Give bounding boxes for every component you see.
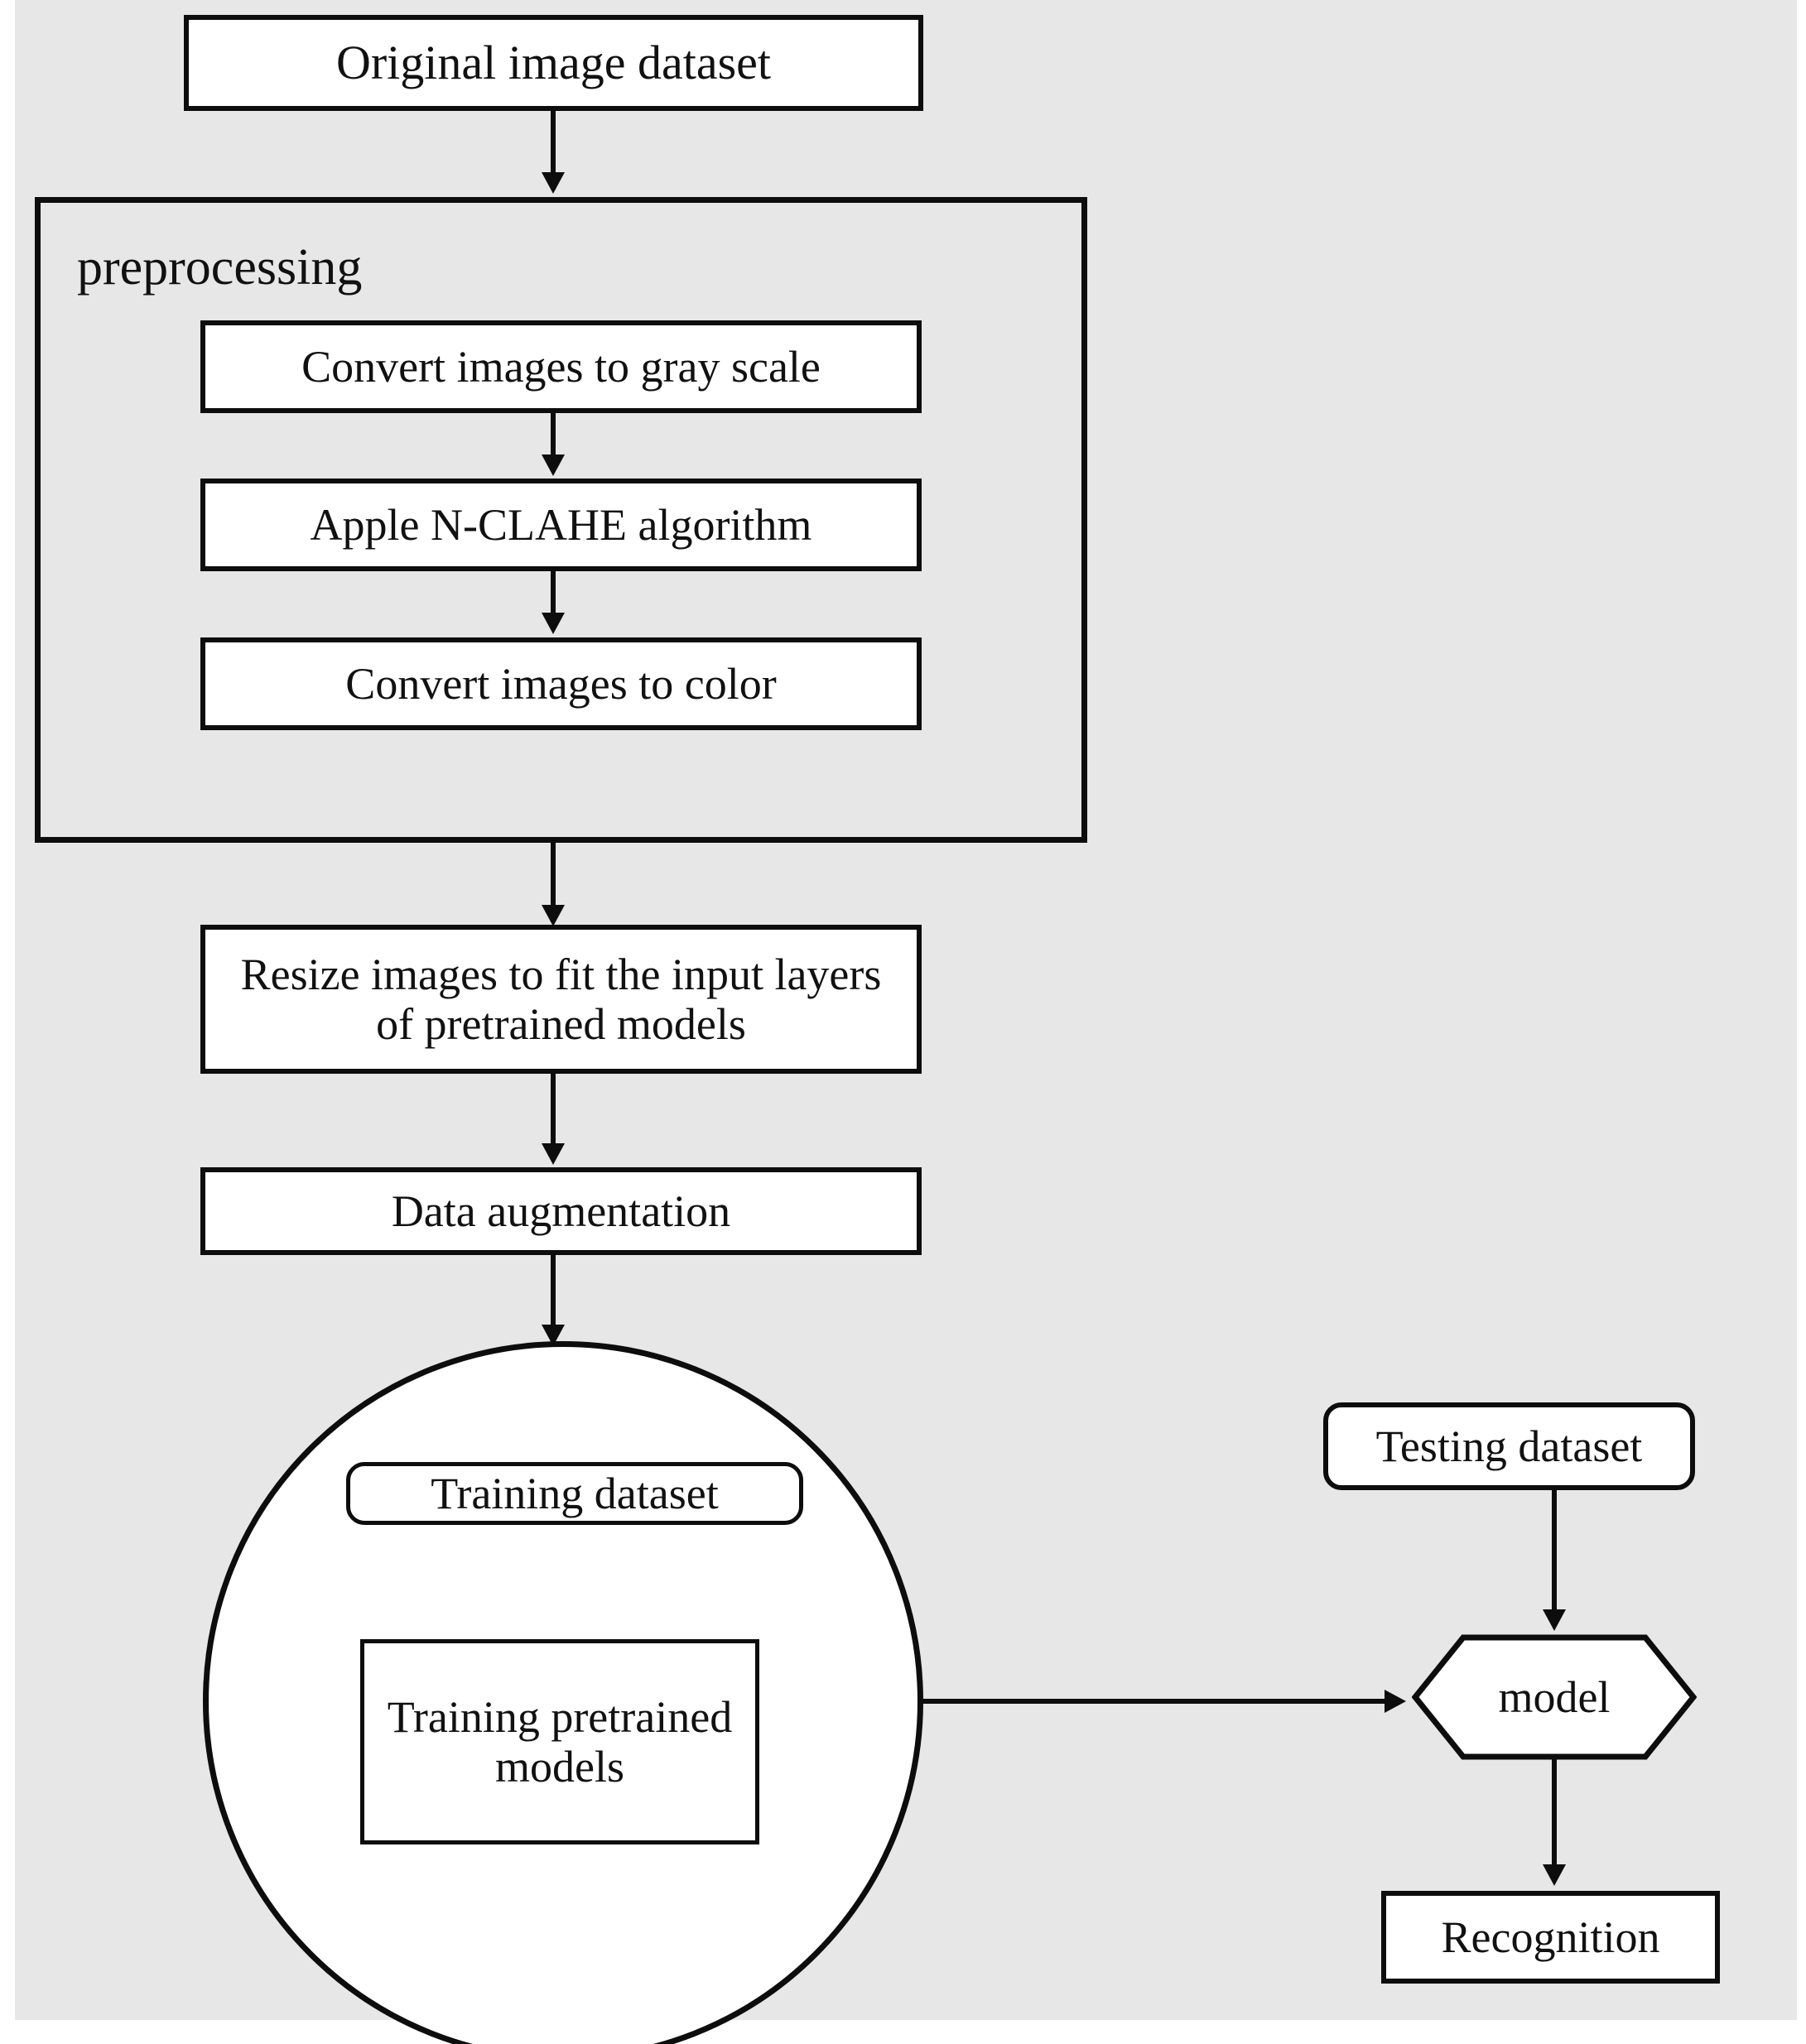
group-preprocessing: preprocessing [35, 197, 1087, 843]
node-convert-to-gray-scale[interactable]: Convert images to gray scale [200, 320, 922, 413]
node-data-augmentation-label: Data augmentation [391, 1186, 731, 1236]
connector-model-to-recognition [1552, 1758, 1557, 1866]
node-testing-dataset[interactable]: Testing dataset [1323, 1402, 1695, 1490]
node-training-dataset-label: Training dataset [431, 1468, 719, 1518]
node-testing-dataset-label: Testing dataset [1375, 1421, 1643, 1471]
node-training-pretrained-models-label: Training pretrained models [387, 1691, 733, 1792]
connector-preprocessing-to-resize [551, 843, 556, 909]
connector-training-to-model [919, 1699, 1393, 1704]
group-preprocessing-label: preprocessing [77, 239, 363, 296]
node-recognition[interactable]: Recognition [1381, 1891, 1720, 1984]
connector-testing-to-model [1552, 1490, 1557, 1613]
node-recognition-label: Recognition [1441, 1912, 1660, 1962]
arrowhead-clahe-to-color [542, 613, 565, 634]
connector-gray-to-clahe [551, 413, 556, 459]
node-training-dataset[interactable]: Training dataset [346, 1462, 803, 1525]
node-original-image-dataset[interactable]: Original image dataset [184, 15, 923, 111]
node-apply-n-clahe-algorithm[interactable]: Apple N-CLAHE algorithm [200, 479, 922, 571]
connector-clahe-to-color [551, 571, 556, 617]
node-resize-images[interactable]: Resize images to fit the input layers of… [200, 925, 922, 1074]
arrowhead-training-to-model [1385, 1690, 1406, 1713]
connector-resize-to-augmentation [551, 1074, 556, 1147]
arrowhead-model-to-recognition [1543, 1864, 1566, 1886]
node-training-pretrained-models[interactable]: Training pretrained models [360, 1639, 759, 1844]
node-convert-to-color[interactable]: Convert images to color [200, 637, 922, 730]
arrowhead-testing-to-model [1543, 1609, 1566, 1631]
arrowhead-original-to-preprocessing [542, 172, 565, 194]
connector-original-to-preprocessing [551, 111, 556, 176]
arrowhead-preprocessing-to-resize [542, 905, 565, 926]
node-convert-to-gray-scale-label: Convert images to gray scale [301, 341, 821, 392]
arrowhead-gray-to-clahe [542, 454, 565, 476]
node-data-augmentation[interactable]: Data augmentation [200, 1167, 922, 1255]
node-model[interactable]: model [1412, 1634, 1697, 1760]
arrowhead-resize-to-augmentation [542, 1143, 565, 1165]
node-model-label: model [1498, 1672, 1611, 1722]
node-convert-to-color-label: Convert images to color [345, 658, 777, 709]
node-original-image-dataset-label: Original image dataset [335, 35, 772, 89]
node-apply-n-clahe-algorithm-label: Apple N-CLAHE algorithm [310, 499, 812, 550]
connector-augmentation-to-training [551, 1255, 556, 1330]
node-resize-images-label: Resize images to fit the input layers of… [240, 949, 882, 1049]
